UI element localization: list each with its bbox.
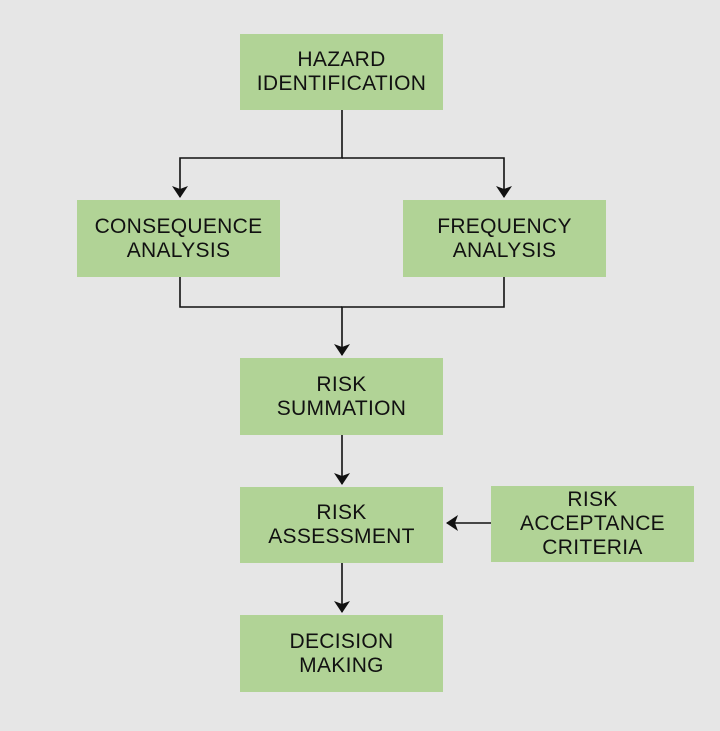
node-label-line: ACCEPTANCE <box>520 512 665 535</box>
node-label-line: CRITERIA <box>542 536 643 559</box>
node-label-line: RISK <box>316 372 367 396</box>
node-risk-assessment: RISK ASSESSMENT <box>240 487 443 563</box>
node-risk-acceptance-criteria: RISK ACCEPTANCE CRITERIA <box>491 486 694 562</box>
node-label-line: ANALYSIS <box>126 238 231 262</box>
node-label-line: IDENTIFICATION <box>256 72 427 95</box>
node-label-line: DECISION <box>289 629 394 653</box>
node-label-line: RISK <box>567 488 618 511</box>
node-risk-summation: RISK SUMMATION <box>240 358 443 435</box>
node-label-line: FREQUENCY <box>437 214 572 238</box>
node-decision-making: DECISION MAKING <box>240 615 443 692</box>
edge-hazard-to-frequency <box>342 157 512 198</box>
node-label-line: HAZARD <box>297 48 386 71</box>
node-frequency-analysis: FREQUENCY ANALYSIS <box>403 200 606 277</box>
node-label-line: SUMMATION <box>276 396 407 420</box>
node-label-line: ANALYSIS <box>452 238 557 262</box>
edge-frequency-to-summation <box>334 277 505 356</box>
node-label-line: CONSEQUENCE <box>94 214 263 238</box>
node-label-line: MAKING <box>299 653 384 677</box>
node-label-line: RISK <box>316 501 367 524</box>
node-consequence-analysis: CONSEQUENCE ANALYSIS <box>77 200 280 277</box>
edge-consequence-to-summation <box>179 277 342 308</box>
edge-hazard-to-consequence <box>172 110 343 198</box>
node-hazard-identification: HAZARD IDENTIFICATION <box>240 34 443 110</box>
node-label-line: ASSESSMENT <box>268 525 415 548</box>
